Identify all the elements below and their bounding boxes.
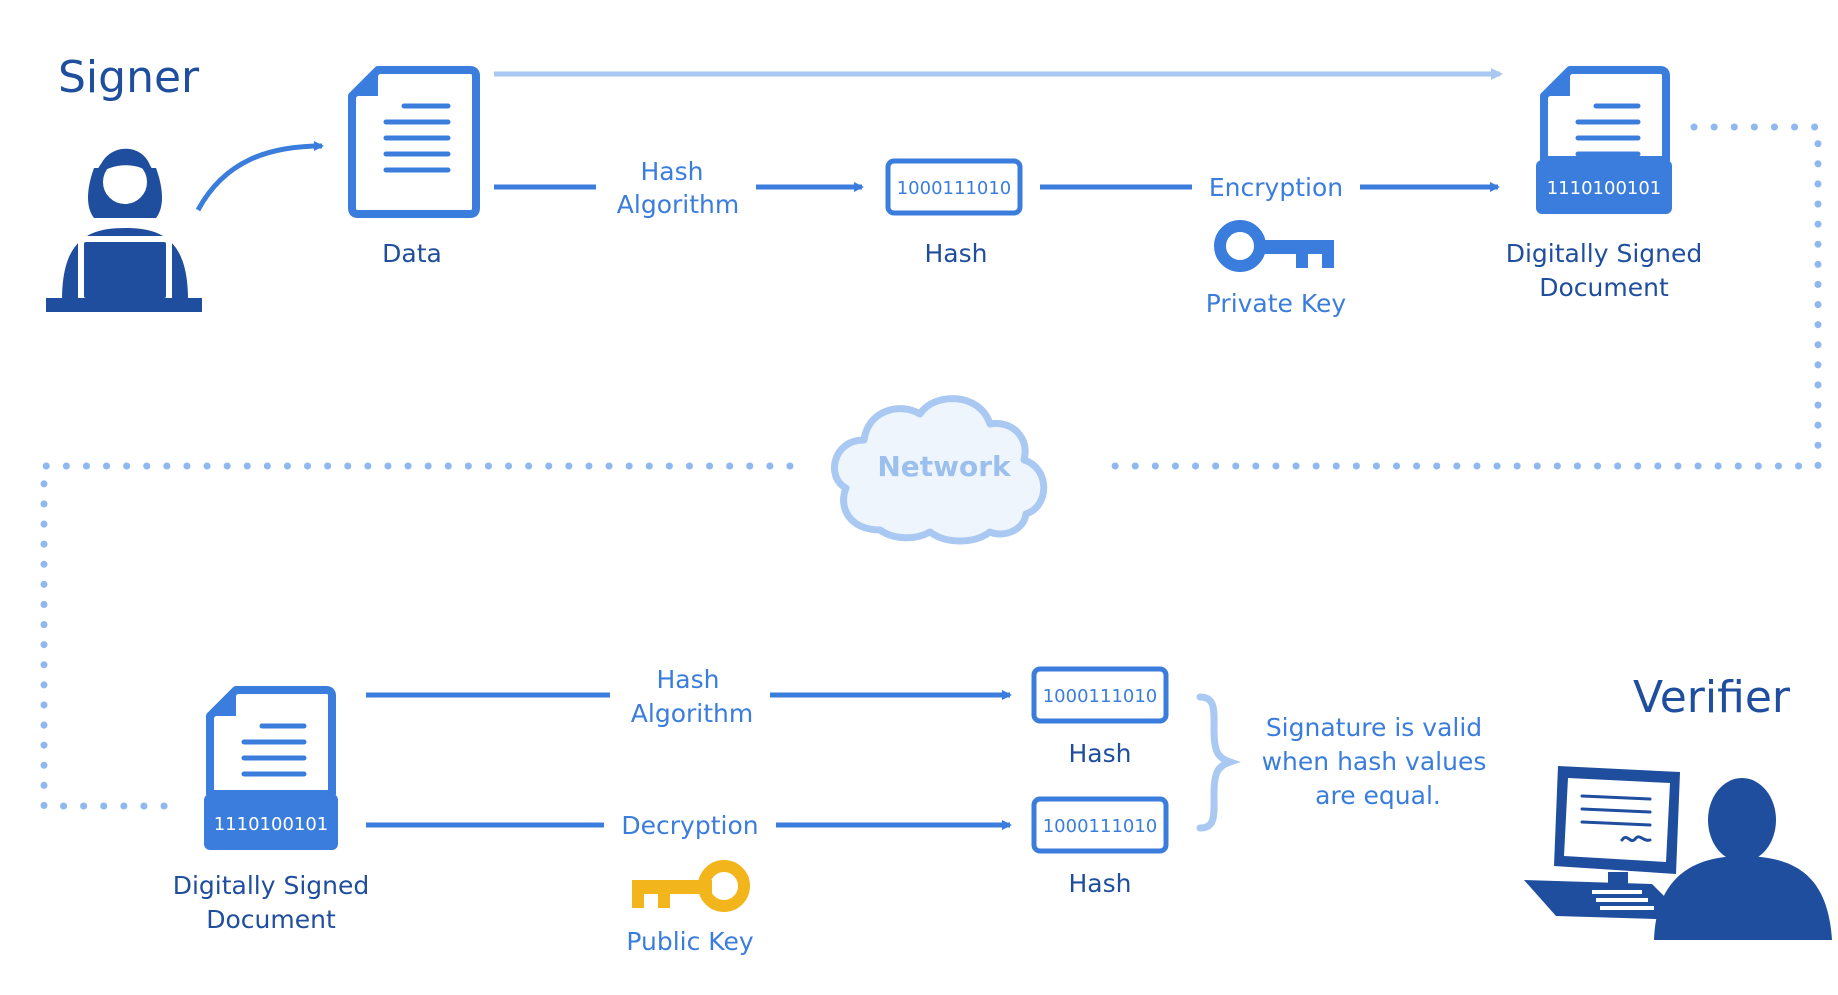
hash-algorithm-label-line1: Hash (641, 157, 704, 186)
network-label: Network (877, 450, 1012, 483)
verifier-hash-algorithm-line2: Algorithm (631, 699, 753, 728)
hash-algorithm-label-line2: Algorithm (617, 190, 739, 219)
decryption-label: Decryption (621, 811, 758, 840)
private-key-label: Private Key (1206, 289, 1347, 318)
verifier-hash-bits-top: 1000111010 (1043, 686, 1158, 707)
public-key-icon (632, 860, 750, 912)
encryption-label: Encryption (1209, 173, 1343, 202)
signer-to-data-arrow (195, 141, 324, 212)
verifier-hash-box-bottom (1031, 796, 1169, 854)
validity-note-line3: are equal. (1315, 781, 1441, 810)
signed-doc-label-top-line2: Document (1539, 273, 1669, 302)
signed-document-icon-top (1536, 66, 1672, 214)
hash-bits: 1000111010 (897, 178, 1012, 199)
signed-doc-label-bottom-line2: Document (206, 905, 336, 934)
network-dotted-path (40, 123, 1822, 810)
signed-doc-label-top-line1: Digitally Signed (1506, 239, 1703, 268)
hash-label: Hash (925, 239, 988, 268)
comparison-brace (1196, 693, 1242, 832)
signed-bits-top: 1110100101 (1547, 178, 1662, 199)
verifier-hash-label-bottom: Hash (1069, 869, 1132, 898)
public-key-label: Public Key (626, 927, 753, 956)
validity-note-line1: Signature is valid (1266, 713, 1482, 742)
data-label: Data (382, 239, 442, 268)
signed-doc-label-bottom-line1: Digitally Signed (173, 871, 370, 900)
signed-bits-bottom: 1110100101 (214, 814, 329, 835)
private-key-icon (1214, 220, 1334, 272)
hash-box (885, 158, 1023, 216)
signer-person-icon (46, 148, 202, 312)
network-cloud-icon (830, 395, 1048, 545)
signer-title: Signer (58, 52, 200, 103)
verifier-title: Verifier (1633, 672, 1791, 723)
signed-document-icon-bottom (204, 686, 338, 850)
verifier-hash-box-top (1031, 666, 1169, 724)
verifier-computer-person-icon (1524, 766, 1832, 940)
verifier-hash-label-top: Hash (1069, 739, 1132, 768)
data-document-icon (348, 66, 480, 218)
verifier-hash-algorithm-line1: Hash (657, 665, 720, 694)
validity-note-line2: when hash values (1262, 747, 1487, 776)
verifier-hash-bits-bottom: 1000111010 (1043, 816, 1158, 837)
